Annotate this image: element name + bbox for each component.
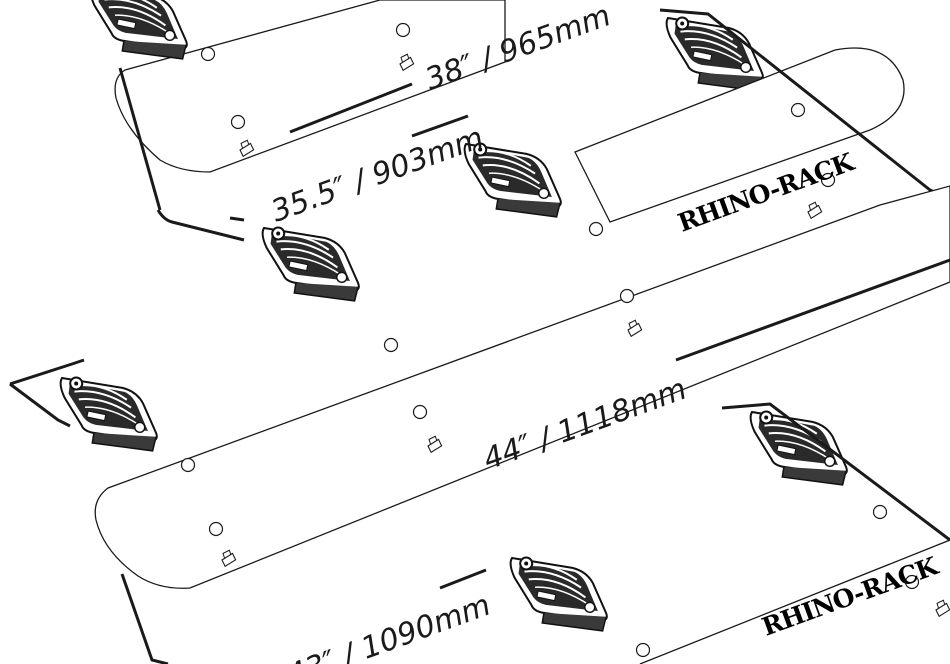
bolt-hole-icon xyxy=(208,521,224,537)
bolt-hole-icon xyxy=(872,504,888,520)
bolt-hole-icon xyxy=(180,457,196,473)
mounting-bracket-icon xyxy=(509,553,609,636)
fairing-38: 38″ / 965mm xyxy=(89,0,615,173)
bolt-hole-icon xyxy=(635,642,651,658)
clip-tab-icon xyxy=(805,200,824,220)
dimension-line xyxy=(156,209,245,242)
dimension-line xyxy=(9,358,85,386)
mounting-bracket-icon xyxy=(261,223,361,306)
bolt-hole-icon xyxy=(820,172,836,188)
bolt-hole-icon xyxy=(395,22,411,38)
dimension-line xyxy=(118,67,162,211)
bolt-hole-icon xyxy=(383,337,399,353)
dimension-line xyxy=(289,82,413,134)
bolt-hole-icon xyxy=(790,102,806,118)
dimension-line xyxy=(675,258,950,362)
bolt-hole-icon xyxy=(200,46,216,62)
bolt-hole-icon xyxy=(588,221,604,237)
dimension-label-43: 43″ / 1090mm xyxy=(283,588,495,664)
bolt-hole-icon xyxy=(904,574,920,590)
dimension-line xyxy=(120,573,169,664)
dimension-line xyxy=(9,382,71,428)
dimension-line xyxy=(229,216,245,222)
bolt-hole-icon xyxy=(230,114,246,130)
bolt-hole-icon xyxy=(619,288,635,304)
bolt-hole-icon xyxy=(412,404,428,420)
mounting-bracket-icon xyxy=(89,0,189,64)
dimension-line xyxy=(411,114,469,138)
dimension-line xyxy=(721,402,950,542)
mounting-bracket-icon xyxy=(59,373,159,456)
dimension-line xyxy=(439,568,487,590)
mounting-bracket-icon xyxy=(665,13,765,96)
